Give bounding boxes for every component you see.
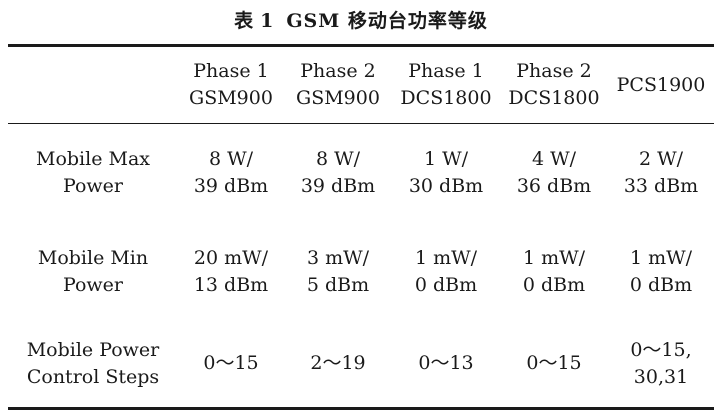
cell-line: 3 mW/: [306, 246, 370, 269]
cell-line: 0～13: [418, 352, 474, 374]
row-label-line: Mobile Power: [26, 338, 160, 361]
table-cell: 0～15, 30,31: [608, 320, 714, 407]
bottom-rule: [8, 407, 714, 410]
table-cell: 1 mW/ 0 dBm: [500, 223, 608, 320]
cell-line: 0～15,: [630, 338, 692, 361]
cell-line: 20 mW/: [193, 246, 269, 269]
header-row: Phase 1 GSM900 Phase 2 GSM900 Phase 1 DC…: [8, 47, 714, 123]
cell-line: 8 W/: [315, 148, 361, 170]
header-phase2-dcs1800: Phase 2 DCS1800: [500, 47, 608, 123]
table-cell: 2 W/ 33 dBm: [608, 123, 714, 223]
cell-line: 39 dBm: [300, 175, 376, 197]
cell-line: 13 dBm: [193, 273, 269, 296]
header-line: PCS1900: [616, 73, 706, 96]
row-label: Mobile Power Control Steps: [8, 320, 178, 407]
table-cell: 0～15: [178, 320, 284, 407]
header-line: GSM900: [296, 87, 380, 109]
table-row: Mobile Min Power 20 mW/ 13 dBm 3 mW/ 5 d…: [8, 223, 714, 320]
table-cell: 0～13: [392, 320, 500, 407]
table-row: Mobile Power Control Steps 0～15 2～19 0～1…: [8, 320, 714, 407]
cell-line: 0 dBm: [414, 273, 478, 296]
cell-line: 0～15: [526, 352, 582, 374]
row-label: Mobile Min Power: [8, 223, 178, 320]
cell-line: 4 W/: [531, 148, 577, 170]
cell-line: 39 dBm: [193, 175, 269, 197]
row-label-line: Power: [62, 273, 124, 296]
cell-line: 0 dBm: [522, 273, 586, 296]
cell-line: 1 mW/: [629, 246, 693, 269]
table-cell: 3 mW/ 5 dBm: [284, 223, 392, 320]
cell-line: 33 dBm: [623, 175, 699, 197]
cell-line: 5 dBm: [306, 273, 370, 296]
header-rule: [8, 123, 714, 124]
cell-line: 0 dBm: [629, 273, 693, 296]
header-line: Phase 1: [408, 60, 484, 82]
header-line: Phase 2: [300, 60, 376, 82]
row-label-line: Power: [62, 175, 124, 197]
cell-line: 30 dBm: [408, 175, 484, 197]
cell-line: 1 mW/: [414, 246, 478, 269]
top-rule: [8, 44, 714, 47]
cell-line: 1 W/: [423, 148, 469, 170]
row-label-line: Mobile Max: [36, 148, 150, 170]
cell-line: 0～15: [203, 352, 259, 374]
cell-line: 30,31: [633, 365, 689, 388]
header-pcs1900: PCS1900: [608, 47, 714, 123]
header-phase1-dcs1800: Phase 1 DCS1800: [392, 47, 500, 123]
power-class-table: Phase 1 GSM900 Phase 2 GSM900 Phase 1 DC…: [8, 47, 714, 407]
row-label-line: Mobile Min: [37, 246, 149, 269]
header-line: Phase 2: [516, 60, 592, 82]
table-cell: 4 W/ 36 dBm: [500, 123, 608, 223]
table-row: Mobile Max Power 8 W/ 39 dBm 8 W/ 39 dBm…: [8, 123, 714, 223]
header-line: DCS1800: [508, 87, 600, 109]
row-label: Mobile Max Power: [8, 123, 178, 223]
table-cell: 1 mW/ 0 dBm: [608, 223, 714, 320]
cell-line: 36 dBm: [516, 175, 592, 197]
table-cell: 20 mW/ 13 dBm: [178, 223, 284, 320]
caption-prefix: 表: [234, 10, 255, 32]
header-line: DCS1800: [400, 87, 492, 109]
cell-line: 2～19: [310, 352, 366, 374]
header-line: Phase 1: [193, 60, 269, 82]
caption-number: 1: [260, 10, 275, 32]
table-cell: 8 W/ 39 dBm: [178, 123, 284, 223]
header-phase2-gsm900: Phase 2 GSM900: [284, 47, 392, 123]
table-cell: 2～19: [284, 320, 392, 407]
table-cell: 8 W/ 39 dBm: [284, 123, 392, 223]
caption-title: GSM 移动台功率等级: [286, 10, 488, 32]
table-cell: 1 mW/ 0 dBm: [392, 223, 500, 320]
header-phase1-gsm900: Phase 1 GSM900: [178, 47, 284, 123]
cell-line: 1 mW/: [522, 246, 586, 269]
table-cell: 1 W/ 30 dBm: [392, 123, 500, 223]
header-corner: [8, 47, 178, 123]
table-cell: 0～15: [500, 320, 608, 407]
row-label-line: Control Steps: [26, 365, 160, 388]
cell-line: 2 W/: [638, 148, 684, 170]
cell-line: 8 W/: [208, 148, 254, 170]
header-line: GSM900: [189, 87, 273, 109]
